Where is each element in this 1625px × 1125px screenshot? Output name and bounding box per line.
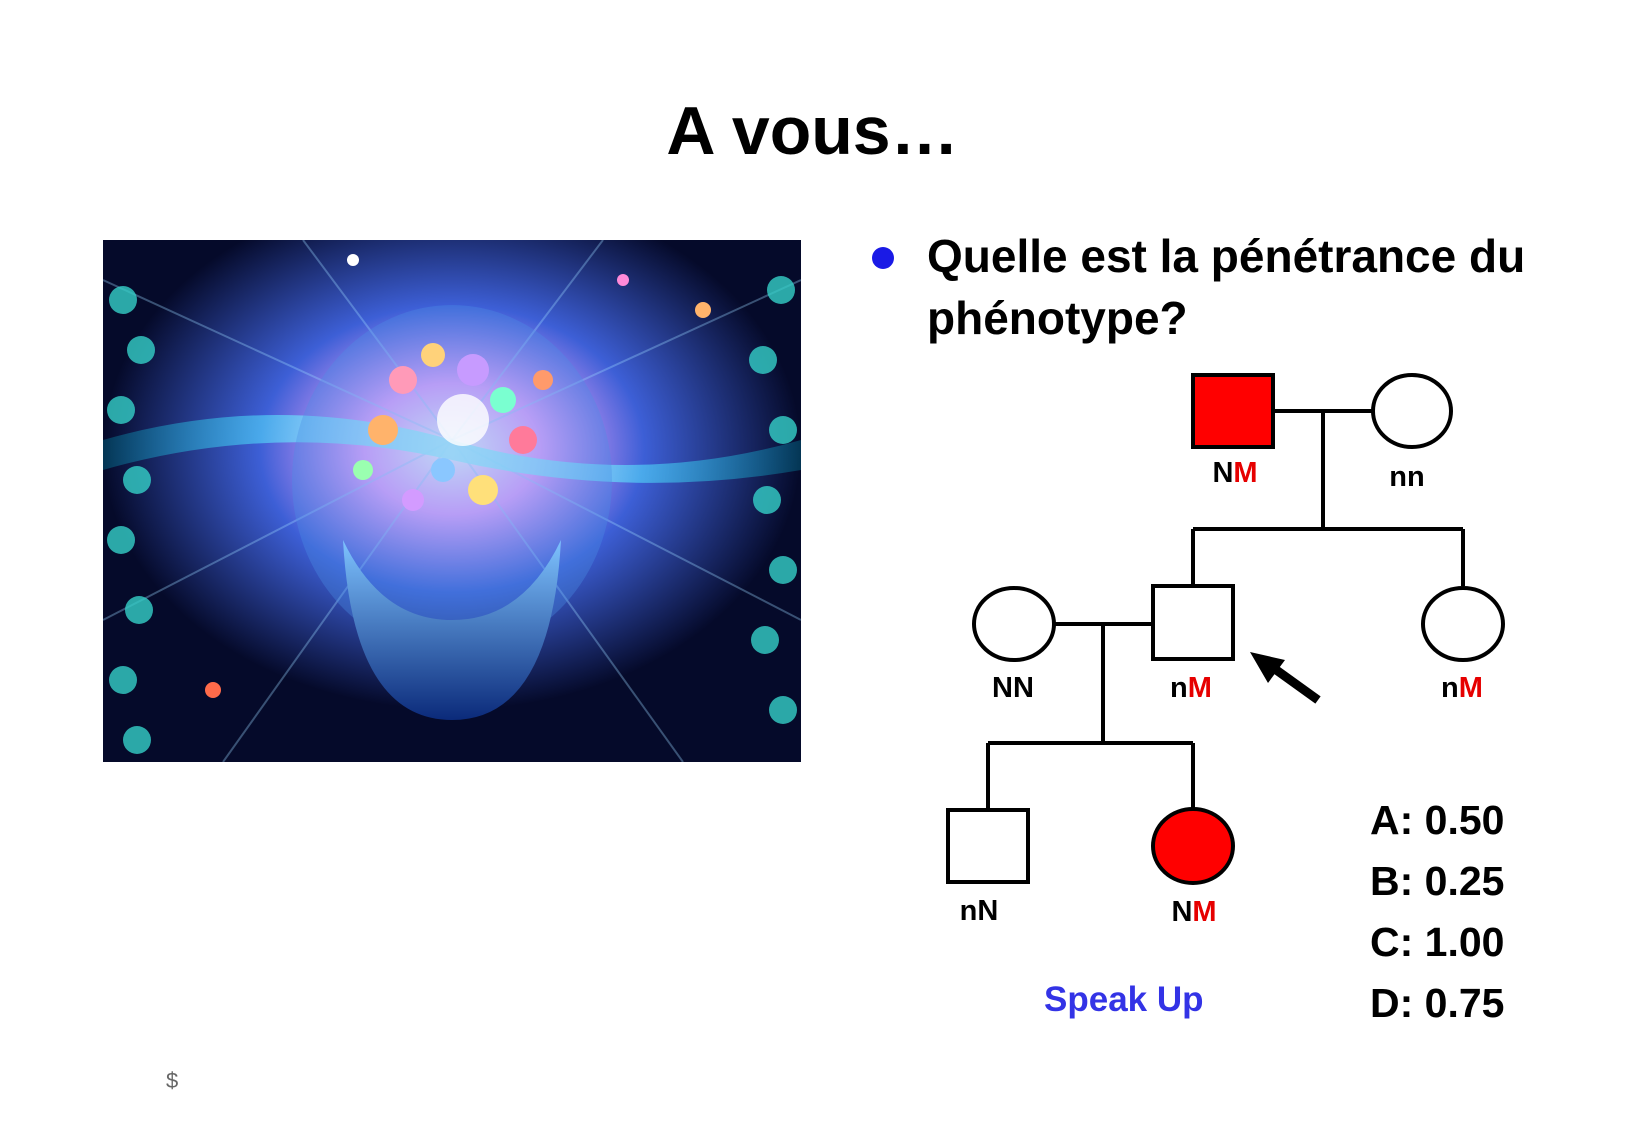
grandfather-affected-male [1191,373,1275,449]
daughter-genotype: NM [1171,896,1216,928]
proband-genotype: nM [1170,672,1212,704]
son-genotype: nN [960,895,999,927]
daughter-affected-female [1151,807,1235,885]
answer-option-d[interactable]: D: 0.75 [1370,980,1505,1026]
aunt-genotype: nM [1441,672,1483,704]
answer-option-c[interactable]: C: 1.00 [1370,919,1505,965]
proband-arrow-icon [1250,652,1321,704]
son-unaffected-male [946,808,1030,884]
dollar-sign-icon: $ [166,1068,179,1093]
proband-unaffected-male [1151,584,1235,661]
aunt-unaffected-female [1421,586,1505,662]
speak-up-link[interactable]: Speak Up [1044,980,1204,1019]
wife-unaffected-female [972,586,1056,662]
grandmother-unaffected-female [1371,373,1453,449]
wife-genotype: NN [992,672,1034,704]
slide-title: A vous… [666,93,959,169]
answer-option-b[interactable]: B: 0.25 [1370,858,1505,904]
grandfather-genotype: NM [1212,457,1257,489]
grandmother-genotype: nn [1389,461,1424,493]
answer-option-a[interactable]: A: 0.50 [1370,797,1505,843]
brain-illustration [103,240,801,762]
bullet-icon [872,247,894,269]
answer-options: A: 0.50 B: 0.25 C: 1.00 D: 0.75 [1370,790,1504,1034]
question-text: Quelle est la pénétrance du phénotype? [927,230,1526,344]
